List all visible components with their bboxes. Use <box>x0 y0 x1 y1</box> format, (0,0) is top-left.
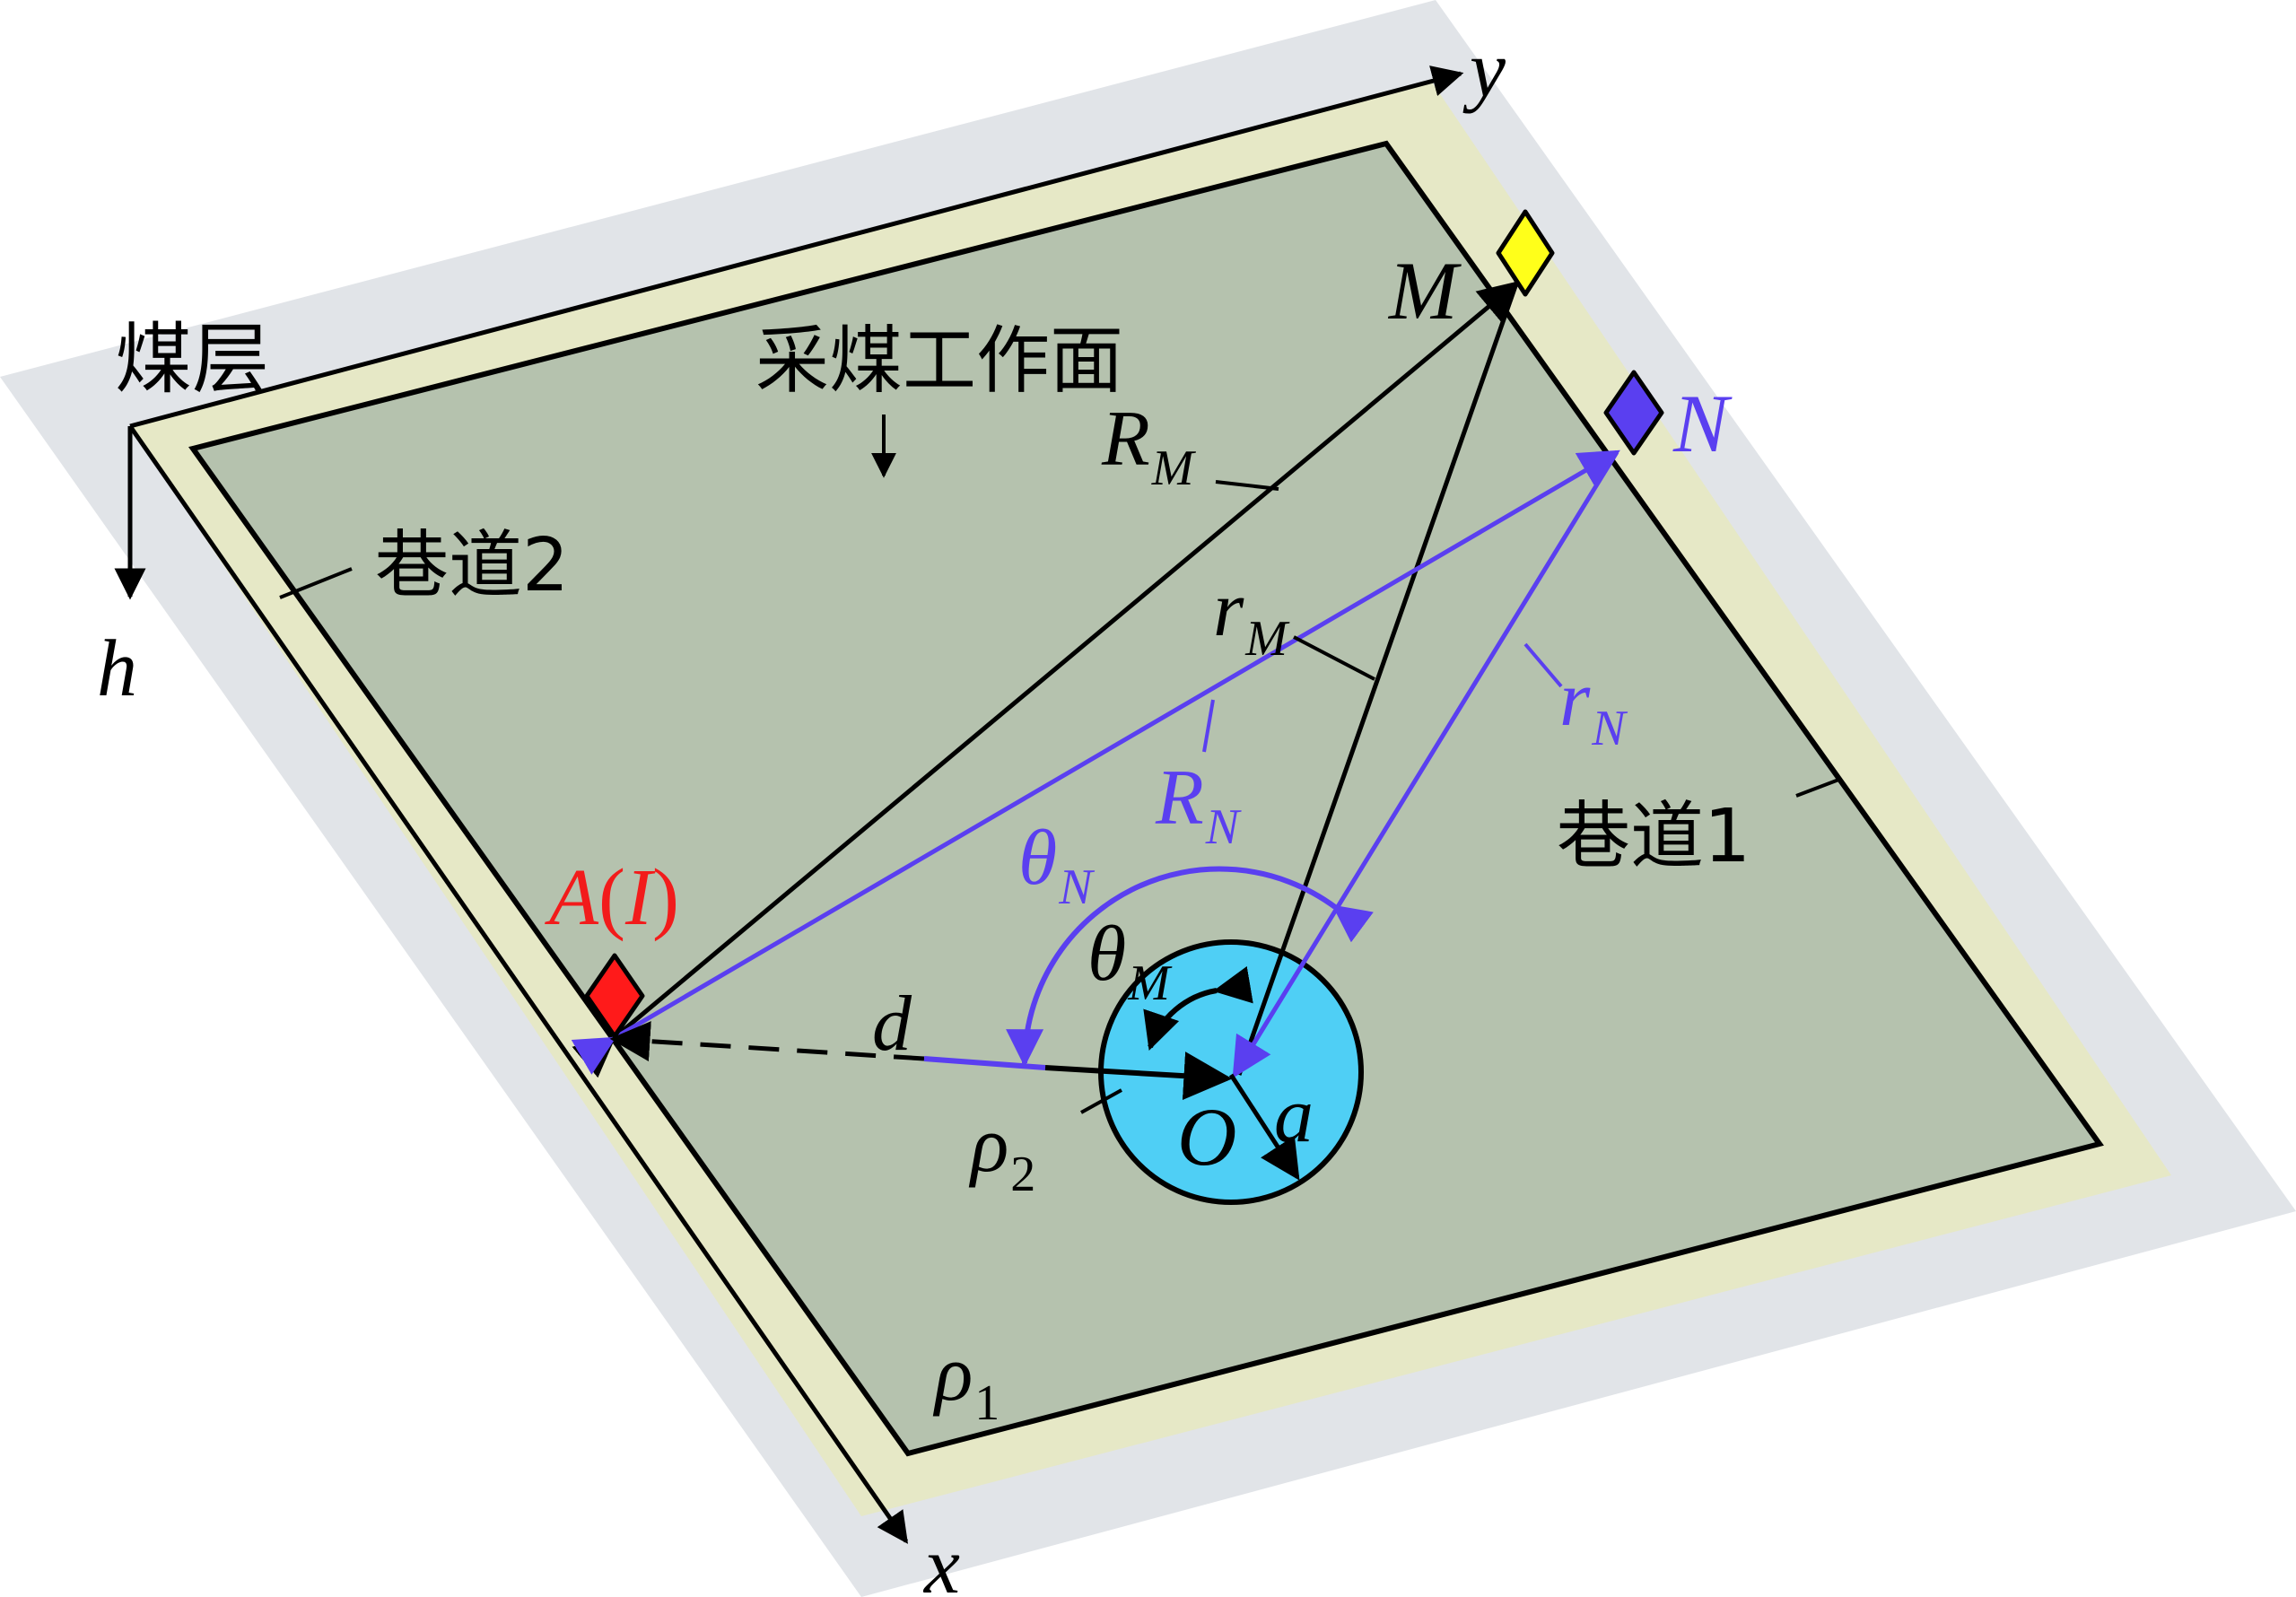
leader-roadway2 <box>279 567 353 599</box>
label-coal-seam: 煤层 <box>115 315 269 405</box>
leader-roadway1 <box>1795 777 1842 798</box>
leader-rN <box>1523 642 1563 688</box>
label-point-N: N <box>1672 378 1733 469</box>
leader-rho2 <box>1080 1088 1122 1114</box>
paren-close: ) <box>652 853 679 942</box>
subscript-N: N <box>1591 701 1628 756</box>
label-A-I: A(I) <box>545 853 679 942</box>
label-roadway1: 巷道1 <box>1557 794 1750 879</box>
label-a: a <box>1274 1072 1314 1159</box>
label-axis-y: y <box>1462 25 1506 114</box>
axes <box>114 65 1464 1544</box>
label-r-N: rN <box>1559 656 1628 756</box>
label-r-M: rM <box>1213 566 1290 667</box>
label-rho2: ρ2 <box>968 1102 1035 1202</box>
label-point-M: M <box>1387 245 1462 336</box>
line-d-black <box>1044 1052 1233 1101</box>
label-theta-M: θM <box>1087 911 1173 1011</box>
line-d-dashed <box>609 1021 925 1062</box>
label-roadway2: 巷道2 <box>375 523 569 608</box>
label-axis-h: h <box>97 624 137 713</box>
y-axis <box>129 65 1464 429</box>
symbol-r: r <box>1559 656 1591 743</box>
subscript-1: 1 <box>974 1375 1000 1431</box>
text-labels: y x h 煤层 采煤工作面 巷道2 巷道1 M N RM rM RN rN θ… <box>97 25 1750 1597</box>
leader-RM <box>1215 480 1279 491</box>
label-R-M: RM <box>1101 396 1197 496</box>
line-RN <box>571 449 1620 1075</box>
symbol-I: I <box>624 853 656 942</box>
label-R-N: RN <box>1155 755 1242 855</box>
subscript-N: N <box>1058 860 1095 915</box>
angle-arcs <box>1006 866 1374 1068</box>
subscript-N: N <box>1205 799 1242 855</box>
arc-theta-N <box>1006 866 1374 1068</box>
paren-open: ( <box>598 853 625 942</box>
marker-M <box>1496 209 1555 297</box>
label-working-face: 采煤工作面 <box>755 319 1123 404</box>
symbol-rho: ρ <box>932 1331 973 1418</box>
symbol-R: R <box>1101 396 1150 483</box>
symbol-R: R <box>1155 755 1204 842</box>
leader-rM <box>1293 635 1375 681</box>
label-theta-N: θN <box>1018 815 1095 915</box>
arc-theta-M <box>1143 965 1253 1051</box>
symbol-r: r <box>1213 566 1244 653</box>
symbol-theta: θ <box>1087 911 1126 998</box>
label-axis-x: x <box>922 1522 960 1597</box>
subscript-M: M <box>1244 611 1290 667</box>
subscript-M: M <box>1151 441 1197 496</box>
subscript-2: 2 <box>1010 1147 1035 1202</box>
leader-RN <box>1202 699 1215 753</box>
marker-A <box>584 953 645 1039</box>
subscript-M: M <box>1127 956 1173 1011</box>
symbol-theta: θ <box>1018 815 1057 902</box>
marker-N <box>1603 370 1664 456</box>
symbol-rho: ρ <box>968 1102 1008 1189</box>
leader-lines <box>279 415 1842 1114</box>
label-O: O <box>1177 1091 1236 1182</box>
symbol-A: A <box>545 853 599 942</box>
radius-a-arrow <box>1228 1073 1300 1181</box>
label-d: d <box>872 981 912 1068</box>
label-rho1: ρ1 <box>932 1331 1000 1431</box>
x-axis <box>127 424 909 1544</box>
